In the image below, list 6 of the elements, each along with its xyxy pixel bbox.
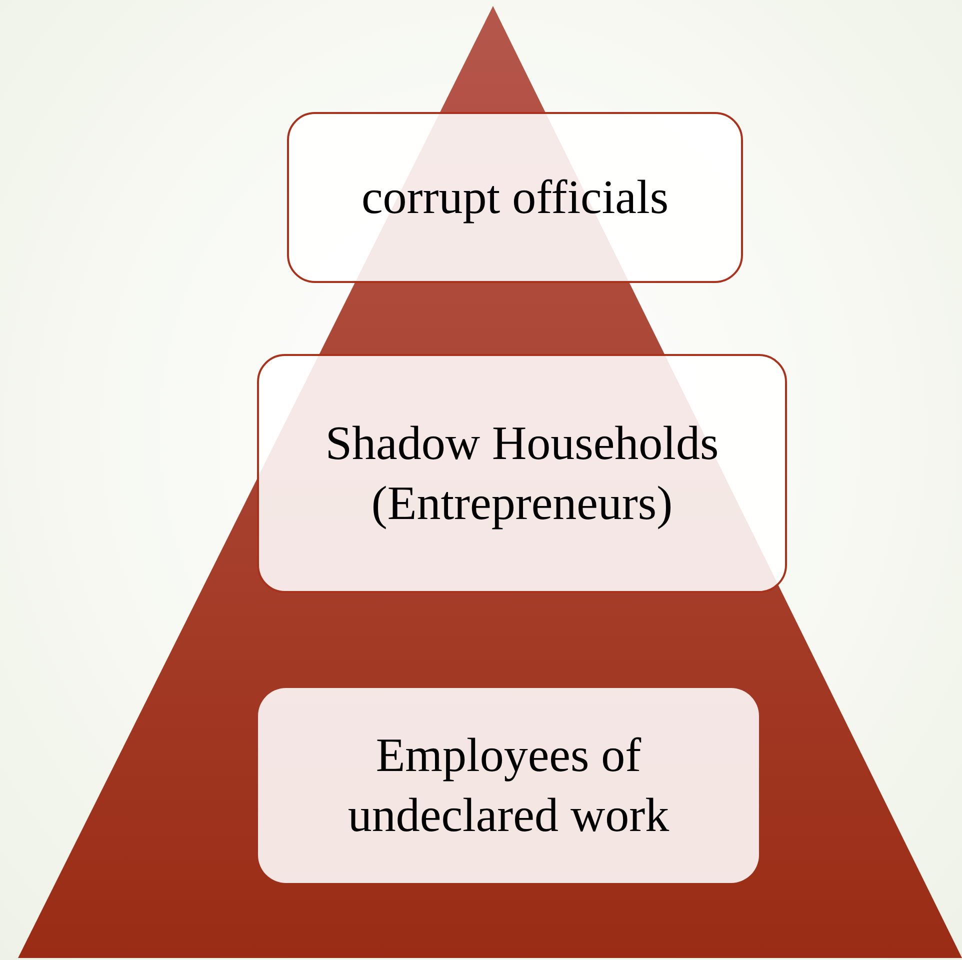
level-label: corrupt officials [361,170,668,226]
level-label: Employees of undeclared work [346,728,670,844]
pyramid-level-box [257,354,787,593]
pyramid-level-box [258,688,759,883]
pyramid-level-box [287,112,743,283]
level-label: Shadow Households (Entrepreneurs) [324,416,720,532]
